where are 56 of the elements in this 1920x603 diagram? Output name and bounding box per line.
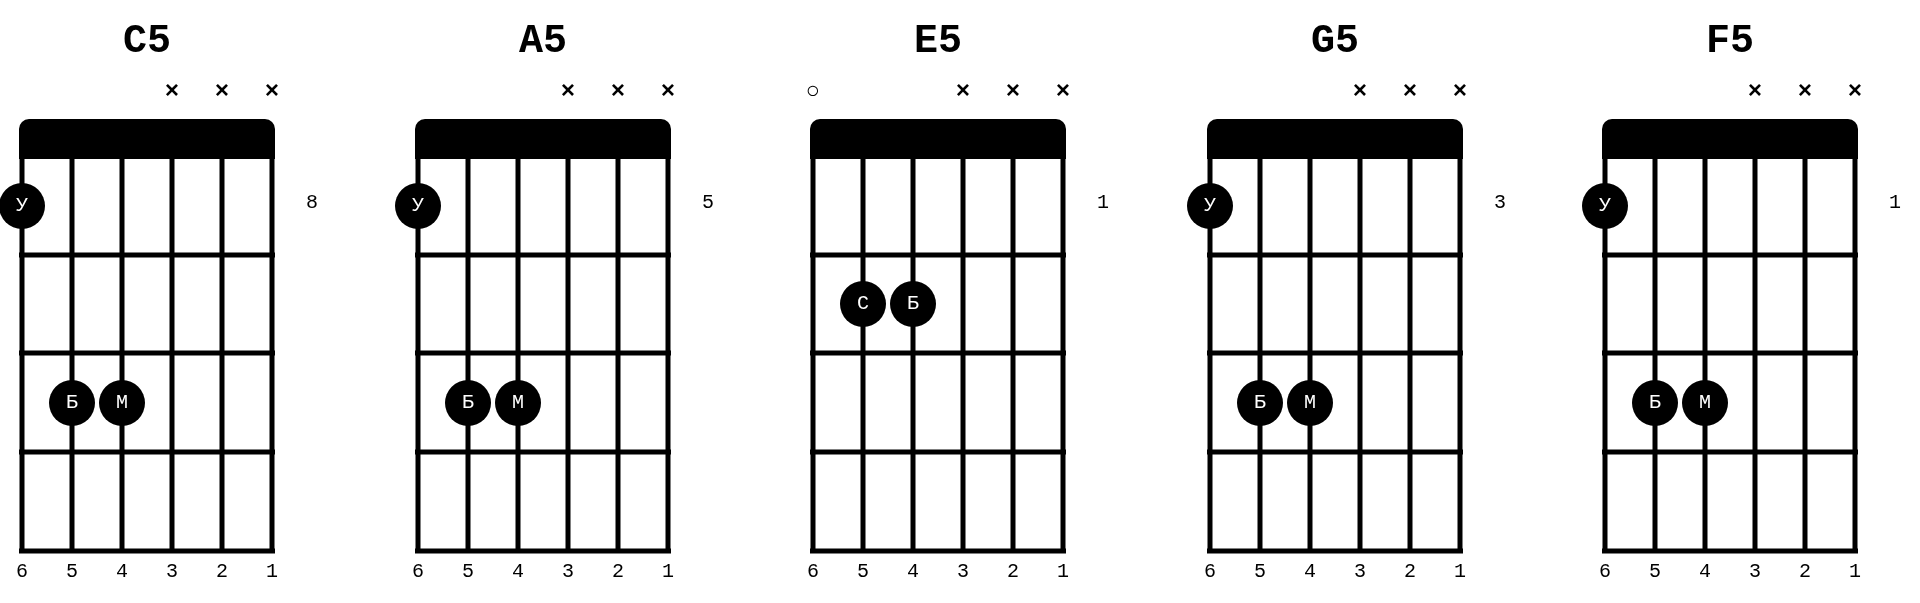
string-mark: × [213,80,231,104]
string-mark: × [163,80,181,104]
string-number: 6 [1203,562,1217,582]
fret-number: 1 [1889,193,1901,213]
string-mark: × [609,80,627,104]
string-number: 1 [265,562,279,582]
string-mark: × [1401,80,1419,104]
string-mark: × [659,80,677,104]
string-number: 5 [856,562,870,582]
string-mark: × [954,80,972,104]
string-mark: × [1054,80,1072,104]
chord-name: F5 [1705,22,1755,62]
string-mark: × [1451,80,1469,104]
chord-name: A5 [518,22,568,62]
chord-name: C5 [122,22,172,62]
string-number: 5 [1648,562,1662,582]
string-number: 3 [165,562,179,582]
string-number: 5 [1253,562,1267,582]
string-number: 5 [65,562,79,582]
string-number: 1 [1848,562,1862,582]
string-number: 4 [906,562,920,582]
string-number: 6 [1598,562,1612,582]
string-mark: × [1746,80,1764,104]
string-number: 5 [461,562,475,582]
string-number: 4 [511,562,525,582]
string-number: 3 [1748,562,1762,582]
string-number: 2 [1403,562,1417,582]
string-mark: × [559,80,577,104]
fret-number: 8 [306,193,318,213]
string-number: 2 [611,562,625,582]
string-mark: × [263,80,281,104]
string-number: 1 [1453,562,1467,582]
string-mark: ○ [804,80,822,104]
string-number: 2 [1006,562,1020,582]
string-number: 1 [661,562,675,582]
string-number: 6 [806,562,820,582]
string-mark: × [1004,80,1022,104]
string-number: 3 [561,562,575,582]
string-number: 6 [15,562,29,582]
string-number: 2 [1798,562,1812,582]
string-mark: × [1796,80,1814,104]
string-number: 6 [411,562,425,582]
fret-number: 3 [1494,193,1506,213]
string-mark: × [1351,80,1369,104]
string-number: 2 [215,562,229,582]
string-number: 3 [1353,562,1367,582]
string-number: 4 [1698,562,1712,582]
fret-number: 1 [1097,193,1109,213]
string-mark: × [1846,80,1864,104]
string-number: 3 [956,562,970,582]
chord-name: G5 [1310,22,1360,62]
fret-number: 5 [702,193,714,213]
string-number: 4 [1303,562,1317,582]
string-number: 1 [1056,562,1070,582]
chord-name: E5 [913,22,963,62]
string-number: 4 [115,562,129,582]
